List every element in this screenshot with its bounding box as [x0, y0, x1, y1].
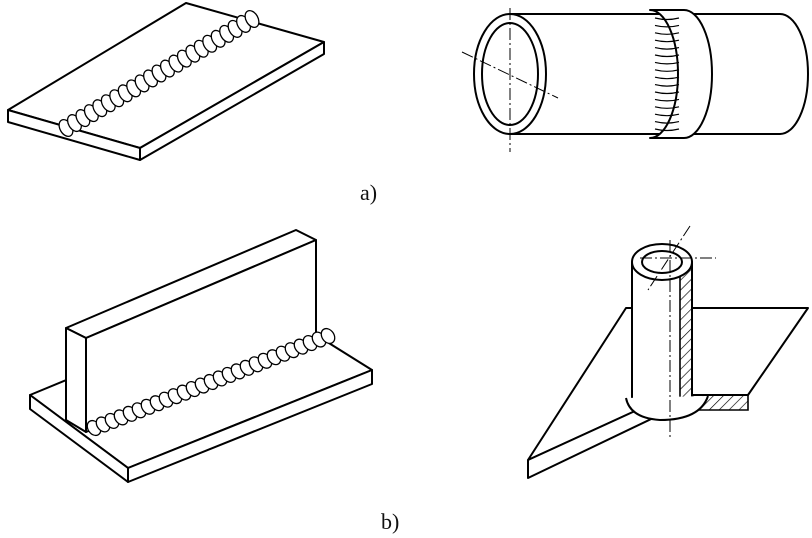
butt-weld-plate	[7, 2, 325, 161]
pipe-wall-section	[679, 261, 693, 401]
subfigure-label-b: b)	[381, 509, 400, 534]
pipe-top-outer	[631, 243, 693, 281]
girth-bead-ripple	[654, 54, 680, 58]
girth-bead-ripple	[654, 113, 680, 117]
girth-bead-ripple	[654, 98, 680, 102]
bead-ripple	[320, 327, 336, 345]
girth-bead-ripple	[654, 39, 680, 43]
weld-bead	[58, 9, 260, 138]
girth-bead-ripple	[654, 106, 680, 109]
girth-bead-ripple	[654, 69, 680, 72]
pipe-center-line-d	[647, 225, 691, 291]
tee-fillet-weld	[29, 229, 373, 483]
girth-bead-ripple	[654, 24, 680, 28]
girth-bead-ripple	[654, 17, 680, 21]
pipe-to-plate-weld	[527, 225, 809, 479]
plate-right-edge	[139, 41, 325, 161]
girth-bead-ripple	[654, 76, 680, 80]
pipe-center-line-h	[461, 51, 559, 99]
girth-bead-ripple	[654, 47, 680, 50]
girth-weld-bead	[654, 17, 680, 132]
web-plate-end	[65, 327, 87, 433]
base-plate-right	[127, 369, 373, 483]
pipe-top-inner	[641, 250, 683, 274]
subfigure-label-a: a)	[360, 180, 378, 205]
girth-bead-ripple	[654, 121, 680, 124]
girth-weld-ring	[649, 9, 713, 139]
girth-bead-ripple	[654, 32, 680, 35]
girth-bead-ripple	[654, 61, 680, 65]
pipe-body	[509, 13, 809, 135]
girth-bead-ripple	[654, 128, 680, 132]
pipe-fillet-weld	[625, 395, 709, 421]
bead-ripple	[244, 9, 260, 29]
pipe-girth-weld	[461, 8, 809, 152]
girth-bead-ripple	[654, 84, 680, 87]
girth-bead-ripple	[654, 91, 680, 95]
fillet-weld-bead	[86, 327, 336, 437]
